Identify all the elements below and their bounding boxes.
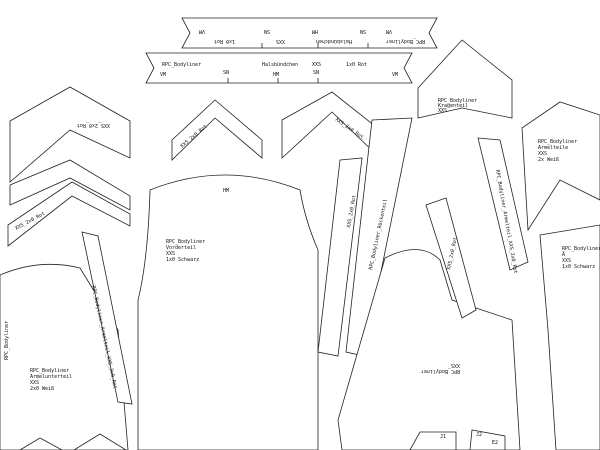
collar-lower-line4: 1x0 Rot <box>346 62 367 68</box>
sleeve-left-line4: 2x0 Weiß <box>30 386 54 392</box>
mark-e2: E2 <box>492 440 498 446</box>
collar-lower-line2: Halsbündchen <box>262 62 298 68</box>
front-panel-line4: 1x0 Schwarz <box>166 257 199 263</box>
front-panel-hm: HM <box>223 188 229 194</box>
collar-band-upper: VM SN HM SN VM RPC_Bodyliner Halsbündche… <box>181 17 438 49</box>
pattern-far-right: RPC_Bodyliner Ä XXS 1x0 Schwarz <box>539 224 600 450</box>
collar-upper-line2: Halsbündchen <box>316 38 352 44</box>
far-right-line2: Ä <box>562 251 565 258</box>
collar-upper-line1: RPC_Bodyliner <box>386 38 425 44</box>
back-panel-line2: XXS <box>451 362 460 368</box>
collar-upper-hm: HM <box>312 28 318 34</box>
far-right-line1: RPC_Bodyliner <box>562 246 600 252</box>
collar-lower-hm: HM <box>273 72 279 78</box>
collar-lower-line1: RPC_Bodyliner <box>162 62 201 68</box>
right-panel-line1: RPC_Bodyliner <box>538 139 577 145</box>
right-panel-line4: 2x Weiß <box>538 157 559 163</box>
pattern-piece-top-left: XXS_2x0_Rot <box>9 86 131 183</box>
pattern-strips-center: XXS_2x0_Rot RPC_Bodyliner_Rückenteil <box>317 117 413 357</box>
sleeve-left-line1: RPC_Bodyliner <box>30 368 69 374</box>
front-panel-line2: Vorderteil <box>166 245 196 251</box>
top-right-line1: RPC_Bodyliner <box>438 98 477 104</box>
far-right-line4: 1x0 Schwarz <box>562 264 595 270</box>
collar-lower-sn-left: SN <box>223 70 229 76</box>
pattern-chevron-center: XXS_2x0 Rot <box>171 99 263 161</box>
pattern-bottom-left <box>19 433 127 450</box>
collar-upper-sn: SN <box>360 28 366 34</box>
pattern-right-panel: RPC_Bodyliner Armelteile XXS 2x Weiß <box>521 101 600 232</box>
top-right-line3: XXS <box>438 108 447 114</box>
pattern-chevrons-left: XXS_2x0 Rot <box>7 159 131 247</box>
pattern-back-panel: RPC_Bodyliner XXS <box>337 249 521 450</box>
collar-band-lower: RPC_Bodyliner Halsbündchen XXS 1x0 Rot V… <box>145 52 413 84</box>
collar-lower-vm-left: VM <box>160 72 166 78</box>
front-panel-line3: XXS <box>166 251 175 257</box>
collar-upper-sn2: SN <box>264 28 270 34</box>
right-panel-line2: Armelteile <box>538 145 568 151</box>
piece-top-left-label: XXS_2x0_Rot <box>77 122 110 128</box>
mark-j1: J1 <box>440 434 446 440</box>
top-right-line2: Kragenteil <box>438 103 468 109</box>
right-panel-line3: XXS <box>538 151 547 157</box>
collar-lower-sn-right: SN <box>313 70 319 76</box>
pattern-sleeve-left: RPC_Bodyliner Armelunterteil XXS 2x0 Wei… <box>0 263 129 450</box>
pattern-front-panel: HM RPC_Bodyliner Vorderteil XXS 1x0 Schw… <box>137 174 319 450</box>
strip-center-label-a: XXS_2x0_Rot <box>346 195 358 229</box>
collar-upper-line3: XXS <box>276 38 285 44</box>
pattern-chevron-center-right: XXS_2x0 Rot <box>281 91 381 159</box>
pattern-bottom-right-small: J1 J2 E2 <box>409 429 506 450</box>
pattern-top-right: RPC_Bodyliner Kragenteil XXS <box>417 39 513 119</box>
back-panel-line1: RPC_Bodyliner <box>421 368 460 374</box>
collar-upper-line4: 1x0 Rot <box>214 38 235 44</box>
collar-upper-vm-right: VM <box>386 28 392 34</box>
collar-lower-line3: XXS <box>312 62 321 68</box>
front-panel-line1: RPC_Bodyliner <box>166 239 205 245</box>
collar-upper-vm-left: VM <box>199 28 205 34</box>
sleeve-left-line3: XXS <box>30 380 39 386</box>
collar-lower-vm-right: VM <box>392 72 398 78</box>
sleeve-left-edge: RPC_Bodyliner <box>4 321 10 360</box>
far-right-line3: XXS <box>562 258 571 264</box>
sleeve-left-line2: Armelunterteil <box>30 374 72 380</box>
mark-j2: J2 <box>476 432 482 438</box>
